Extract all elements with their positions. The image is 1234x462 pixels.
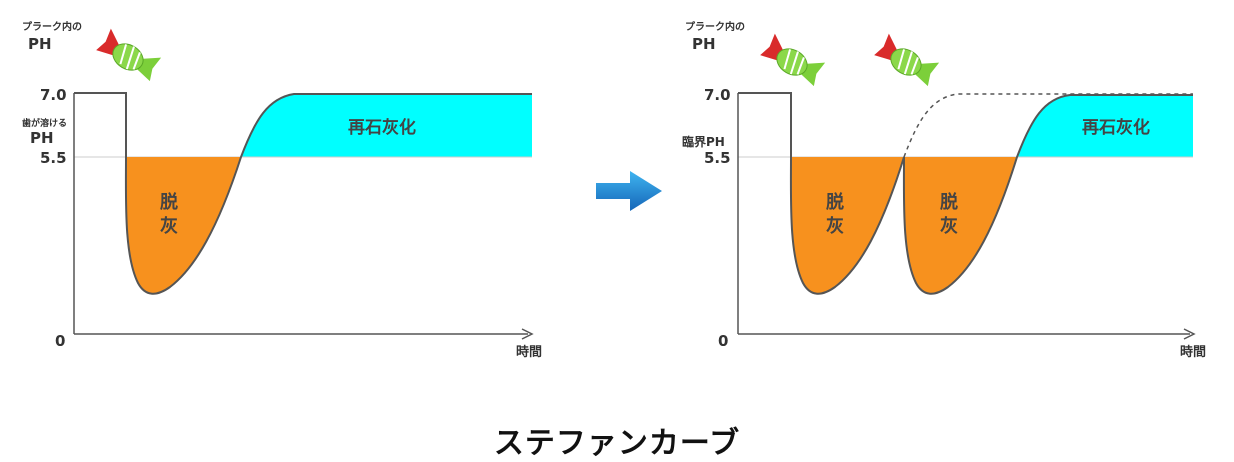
candy-icon [96,28,162,82]
left-critical-small: 歯が溶ける [22,117,67,129]
right-remineralization-label: 再石灰化 [1082,117,1150,138]
right-tick-5-5: 5.5 [704,149,731,167]
left-ph-curve [74,92,532,295]
right-tick-0: 0 [718,332,728,350]
candy-icon [874,33,940,87]
left-demineralization-label-1: 脱 [160,191,178,213]
left-y-title-big: PH [28,35,52,53]
right-demineralization-label-1a: 脱 [826,191,844,213]
right-critical-label: 臨界PH [682,134,725,149]
right-tick-7: 7.0 [704,86,731,104]
left-demineralization-label-2: 灰 [160,215,178,237]
candy-icon [760,33,826,87]
right-demineralization-area-2 [903,157,1017,294]
left-panel: プラーク内の PH 7.0 歯が溶ける PH 5.5 0 時間 脱 灰 再石灰化 [22,20,542,360]
right-demineralization-label-1b: 灰 [826,215,844,237]
left-x-axis-arrowhead [521,328,534,340]
right-arrow-icon [596,171,662,211]
left-tick-7: 7.0 [40,86,67,104]
right-x-axis-arrowhead [1183,328,1196,340]
diagram-caption: ステファンカーブ [493,426,741,461]
right-ph-curve [738,92,1193,295]
left-remineralization-label: 再石灰化 [348,117,416,138]
left-tick-0: 0 [55,332,65,350]
left-demineralization-area [125,157,241,294]
right-y-title-small: プラーク内の [685,20,745,33]
right-demineralization-label-2b: 灰 [940,215,958,237]
right-y-title-big: PH [692,35,716,53]
right-panel: プラーク内の PH 7.0 臨界PH 5.5 0 時間 脱 灰 脱 灰 再石灰化 [682,20,1206,360]
left-x-axis-label: 時間 [516,344,542,360]
right-demineralization-label-2a: 脱 [940,191,958,213]
right-demineralization-area-1 [790,157,904,294]
left-y-title-small: プラーク内の [22,20,82,33]
left-tick-5-5: 5.5 [40,149,67,167]
left-critical-big: PH [30,129,54,147]
right-x-axis-label: 時間 [1180,344,1206,360]
right-remineralization-area [1017,95,1193,157]
left-remineralization-area [241,94,532,157]
